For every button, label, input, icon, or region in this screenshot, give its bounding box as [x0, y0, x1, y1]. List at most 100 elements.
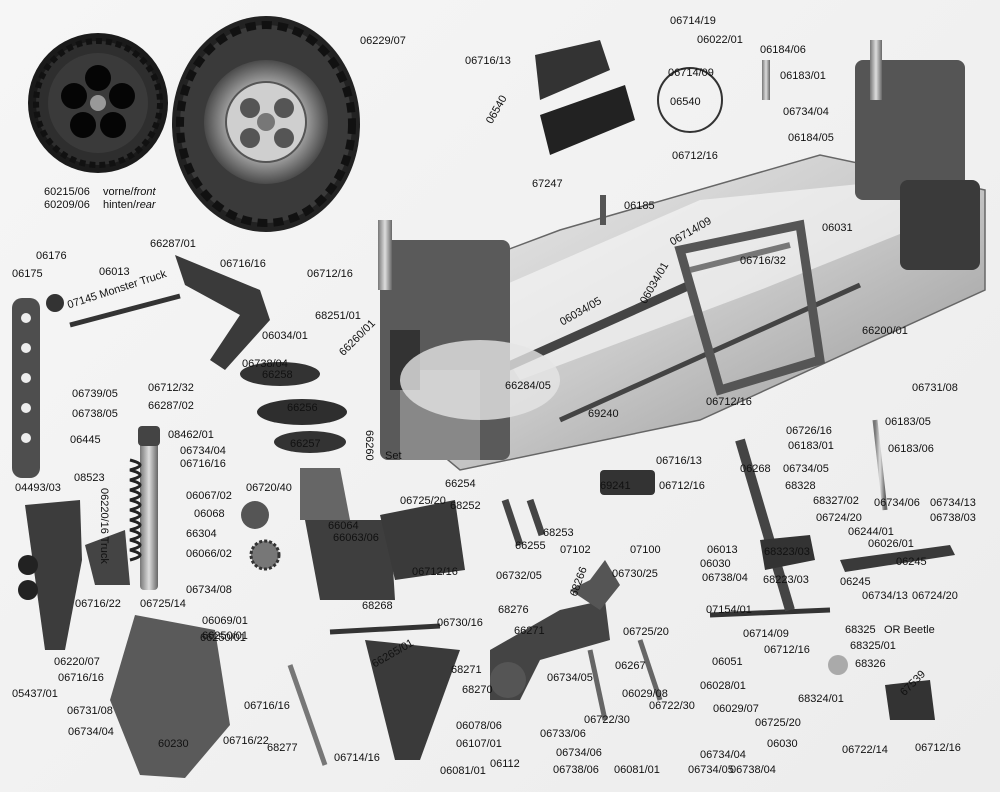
part-label: 06268: [740, 463, 771, 475]
part-label: 66271: [514, 625, 545, 637]
part-label: 68271: [451, 664, 482, 676]
part-label: 08523: [74, 472, 105, 484]
part-label: 68328: [785, 480, 816, 492]
part-label: 06184/06: [760, 44, 806, 56]
gear-stack: [240, 362, 350, 571]
mud-guard: [110, 615, 230, 778]
part-label: 06540: [670, 96, 701, 108]
part-label: 68223/03: [763, 574, 809, 586]
shock-absorber: [129, 426, 160, 590]
part-label: 06734/13: [862, 590, 908, 602]
part-label: 66250/01: [202, 630, 248, 642]
part-label: 06067/02: [186, 490, 232, 502]
part-label: 06722/30: [649, 700, 695, 712]
part-label: 06714/09: [668, 67, 714, 79]
part-label: 68277: [267, 742, 298, 754]
part-label: 67247: [532, 178, 563, 190]
part-label: 66304: [186, 528, 217, 540]
part-label: 06175: [12, 268, 43, 280]
part-label: 06734/05: [783, 463, 829, 475]
part-label: 06716/22: [223, 735, 269, 747]
front-wheel-part-number: 60215/06: [44, 186, 90, 198]
part-label: 06716/16: [58, 672, 104, 684]
part-label: 06716/32: [740, 255, 786, 267]
part-label: 68324/01: [798, 693, 844, 705]
part-label: 06722/30: [584, 714, 630, 726]
part-label: 06739/05: [72, 388, 118, 400]
part-label: 06712/16: [307, 268, 353, 280]
part-label: 68268: [362, 600, 393, 612]
part-label: 06013: [99, 266, 130, 278]
gear-housing-right: [380, 500, 465, 580]
part-label: 06712/16: [659, 480, 705, 492]
part-label: 06068: [194, 508, 225, 520]
steering-arm: [12, 298, 40, 478]
part-label: 06716/22: [75, 598, 121, 610]
monster-tire: [172, 16, 360, 232]
part-label: 06724/20: [816, 512, 862, 524]
part-label: 68270: [462, 684, 493, 696]
part-label: 06107/01: [456, 738, 502, 750]
part-label: 06245: [840, 576, 871, 588]
part-label: 66257: [290, 438, 321, 450]
battery-box-top: [535, 40, 610, 100]
part-label: 66258: [262, 369, 293, 381]
part-label: 06734/13: [930, 497, 976, 509]
part-label: 06220/07: [54, 656, 100, 668]
part-label: 06183/01: [780, 70, 826, 82]
part-label: 06051: [712, 656, 743, 668]
part-label: 68323/03: [764, 546, 810, 558]
part-label: 07100: [630, 544, 661, 556]
part-label: 06730/16: [437, 617, 483, 629]
part-label: 06712/16: [764, 644, 810, 656]
part-label: 04493/03: [15, 482, 61, 494]
part-label: 60230: [158, 738, 189, 750]
part-label: 06031: [822, 222, 853, 234]
part-label: 68327/02: [813, 495, 859, 507]
rear-link: [735, 438, 795, 612]
rear-shock-tower: [855, 40, 980, 270]
part-label: 06722/14: [842, 744, 888, 756]
part-label: Set: [385, 450, 402, 462]
part-label: 06738/03: [930, 512, 976, 524]
part-label: 06716/16: [244, 700, 290, 712]
front-gearbox: [378, 220, 560, 460]
part-label: 06725/14: [140, 598, 186, 610]
drive-shaft: [287, 664, 328, 766]
part-label: 07102: [560, 544, 591, 556]
part-label: 06028/01: [700, 680, 746, 692]
part-label: 66260: [363, 430, 375, 461]
part-label: 66284/05: [505, 380, 551, 392]
part-label: 66064: [328, 520, 359, 532]
part-label: 06714/16: [334, 752, 380, 764]
part-label: 06725/20: [623, 626, 669, 638]
part-label: 06734/04: [783, 106, 829, 118]
part-label: 06725/20: [400, 495, 446, 507]
part-label: 69240: [588, 408, 619, 420]
part-label: 06738/04: [242, 358, 288, 370]
part-label: 06726/16: [786, 425, 832, 437]
part-label: 06734/04: [180, 445, 226, 457]
part-label: 06267: [615, 660, 646, 672]
part-label: 06738/06: [553, 764, 599, 776]
part-label: 66256: [287, 402, 318, 414]
part-label: 68325/01: [850, 640, 896, 652]
part-label: 06712/16: [412, 566, 458, 578]
part-label: 06712/16: [915, 742, 961, 754]
part-label: 06724/20: [912, 590, 958, 602]
part-label: 06738/04: [702, 572, 748, 584]
tire-part-number: 06229/07: [360, 35, 406, 47]
part-label: 06183/05: [885, 416, 931, 428]
part-label: 07154/01: [706, 604, 752, 616]
part-label: 06716/16: [180, 458, 226, 470]
part-label: 05437/01: [12, 688, 58, 700]
part-label: 06738/05: [72, 408, 118, 420]
part-label: 06081/01: [614, 764, 660, 776]
part-label: 06245: [896, 556, 927, 568]
part-label: 06185: [624, 200, 655, 212]
part-label: 06714/19: [670, 15, 716, 27]
upper-arm: [175, 255, 270, 370]
front-wheel-label: vorne/front: [103, 186, 156, 198]
part-label: 08462/01: [168, 429, 214, 441]
